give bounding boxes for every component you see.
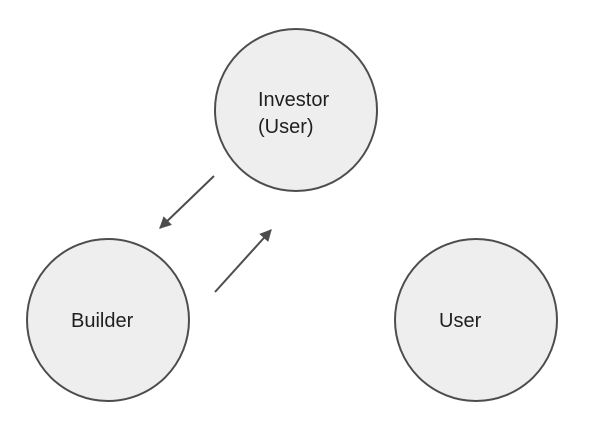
user-node: User xyxy=(394,238,558,402)
user-node-label: User xyxy=(439,310,482,332)
arrow-investor-to-builder xyxy=(159,175,215,229)
investor-node-circle xyxy=(214,28,378,192)
builder-node-label: Builder xyxy=(71,310,134,332)
investor-node-label-line1: Investor xyxy=(258,89,329,111)
builder-node-circle xyxy=(26,238,190,402)
investor-node-label-line2: (User) xyxy=(258,116,314,138)
arrow-builder-to-investor xyxy=(214,229,272,293)
user-node-circle xyxy=(394,238,558,402)
builder-node: Builder xyxy=(26,238,190,402)
investor-node: Investor (User) xyxy=(214,28,378,192)
